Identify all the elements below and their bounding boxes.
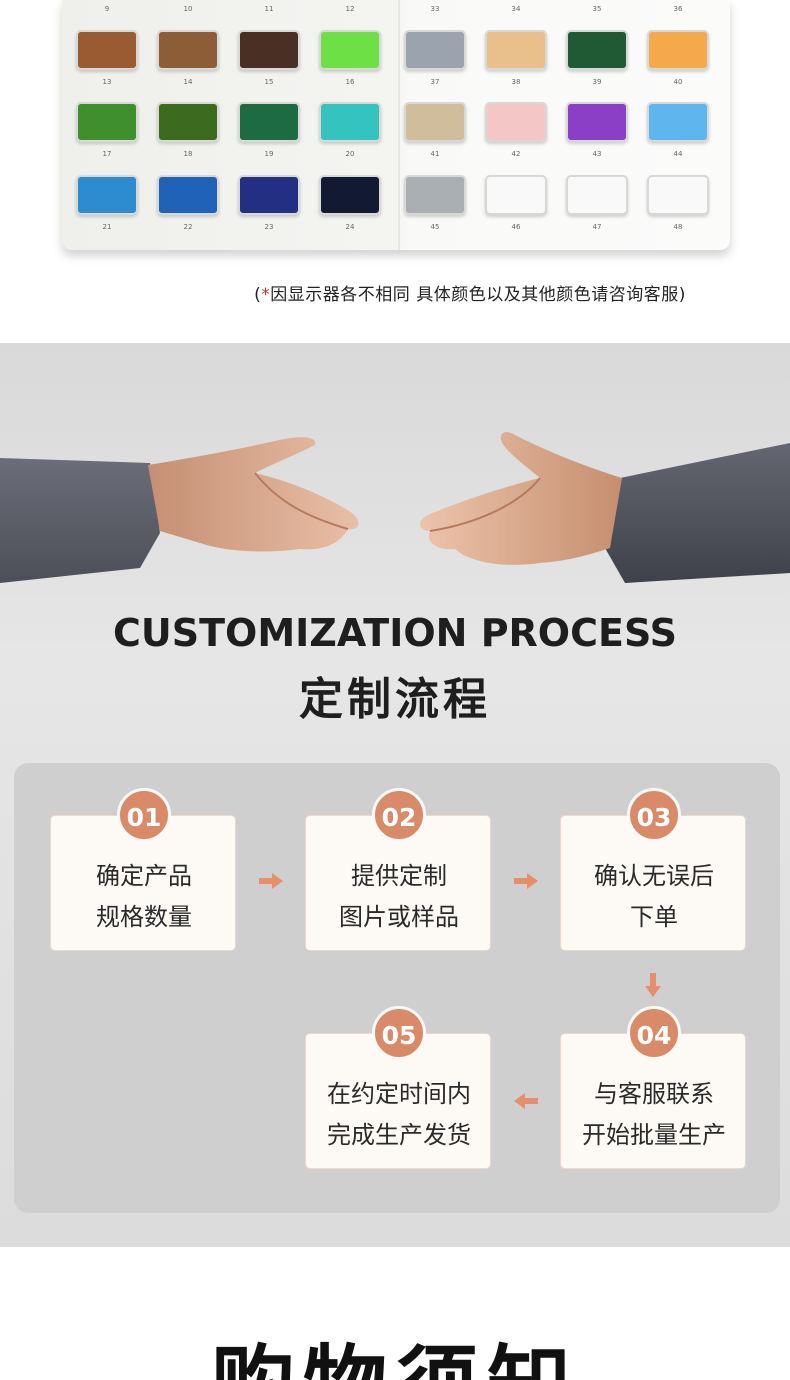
swatch-number-label: 47 [592,223,602,231]
swatch-number-label: 21 [102,223,112,231]
step-description: 与客服联系 开始批量生产 [561,1074,747,1156]
swatch-number-label: 22 [183,223,193,231]
swatch-number-label: 37 [430,78,440,86]
swatch-number-label: 13 [102,78,112,86]
color-swatch-card: 9 10 11 12 33 34 35 36 13 14 15 16 37 38 39 40 17 18 19 20… [62,0,730,250]
swatch-number-label: 24 [345,223,355,231]
color-swatch-38 [485,30,547,70]
color-swatch-14 [157,30,219,70]
swatch-number-label: 20 [345,150,355,158]
note-open-paren: ( [254,285,262,305]
swatch-number-label: 9 [104,5,110,13]
step-line-2: 图片或样品 [339,903,459,931]
step-line-2: 完成生产发货 [327,1121,471,1149]
color-swatch-23 [238,175,300,215]
swatch-number-label: 15 [264,78,274,86]
process-title-chinese: 定制流程 [299,674,491,725]
step-line-1: 提供定制 [351,862,447,890]
swatch-number-label: 12 [345,5,355,13]
step-number-badge: 02 [372,788,426,842]
process-step-02: 02 提供定制 图片或样品 [305,788,492,951]
swatch-number-label: 34 [511,5,521,13]
card-fold [398,0,400,250]
swatch-number-label: 23 [264,223,274,231]
note-text: 因显示器各不相同 具体颜色以及其他颜色请咨询客服) [270,285,686,305]
swatch-number-label: 17 [102,150,112,158]
color-swatch-17 [76,102,138,142]
color-swatch-18 [157,102,219,142]
color-swatch-42 [485,102,547,142]
color-swatch-41 [404,102,466,142]
step-line-1: 确认无误后 [594,862,714,890]
swatch-number-label: 18 [183,150,193,158]
step-line-1: 确定产品 [96,862,192,890]
swatch-number-label: 41 [430,150,440,158]
swatch-number-label: 48 [673,223,683,231]
color-swatch-46 [485,175,547,215]
process-title-english: CUSTOMIZATION PROCESS [113,611,677,655]
color-swatch-24 [319,175,381,215]
swatch-number-label: 38 [511,78,521,86]
step-line-2: 下单 [630,903,678,931]
swatch-number-label: 16 [345,78,355,86]
color-disclaimer-note: (*因显示器各不相同 具体颜色以及其他颜色请咨询客服) [0,280,790,305]
swatch-number-label: 36 [673,5,683,13]
color-swatch-13 [76,30,138,70]
step-number-badge: 03 [627,788,681,842]
swatch-number-label: 44 [673,150,683,158]
step-line-2: 开始批量生产 [582,1121,726,1149]
swatch-number-label: 33 [430,5,440,13]
step-description: 在约定时间内 完成生产发货 [306,1074,492,1156]
step-description: 确定产品 规格数量 [51,856,237,938]
color-swatch-44 [647,102,709,142]
step-number-badge: 05 [372,1006,426,1060]
color-swatch-40 [647,30,709,70]
step-line-1: 在约定时间内 [327,1080,471,1108]
process-step-01: 01 确定产品 规格数量 [50,788,237,951]
shopping-notice-title: 购物须知 [0,1318,790,1380]
swatch-number-label: 11 [264,5,274,13]
color-swatch-45 [404,175,466,215]
swatch-number-label: 46 [511,223,521,231]
process-step-03: 03 确认无误后 下单 [560,788,747,951]
color-swatch-19 [238,102,300,142]
swatch-number-label: 19 [264,150,274,158]
color-swatch-39 [566,30,628,70]
customization-process-section: CUSTOMIZATION PROCESS 定制流程 01 确定产品 规格数量 … [0,343,790,1247]
color-swatch-48 [647,175,709,215]
swatch-number-label: 39 [592,78,602,86]
color-swatch-15 [238,30,300,70]
right-handshake-hand-image [419,432,790,583]
step-line-1: 与客服联系 [594,1080,714,1108]
swatch-number-label: 14 [183,78,193,86]
arrow-left-icon [514,1093,538,1109]
step-number-badge: 01 [117,788,171,842]
step-line-2: 规格数量 [96,903,192,931]
swatch-number-label: 40 [673,78,683,86]
arrow-right-icon [514,873,538,889]
swatch-number-label: 43 [592,150,602,158]
swatch-number-label: 42 [511,150,521,158]
color-swatch-47 [566,175,628,215]
process-step-05: 05 在约定时间内 完成生产发货 [305,1006,492,1169]
swatch-number-label: 45 [430,223,440,231]
step-description: 提供定制 图片或样品 [306,856,492,938]
arrow-down-icon [645,973,661,997]
step-description: 确认无误后 下单 [561,856,747,938]
color-swatch-22 [157,175,219,215]
color-swatch-37 [404,30,466,70]
left-handshake-hand-image [0,437,359,583]
color-swatch-21 [76,175,138,215]
color-swatch-16 [319,30,381,70]
swatch-number-label: 35 [592,5,602,13]
step-number-badge: 04 [627,1006,681,1060]
process-step-04: 04 与客服联系 开始批量生产 [560,1006,747,1169]
color-swatch-43 [566,102,628,142]
color-swatch-20 [319,102,381,142]
swatch-number-label: 10 [183,5,193,13]
note-asterisk: * [261,285,271,305]
arrow-right-icon [259,873,283,889]
